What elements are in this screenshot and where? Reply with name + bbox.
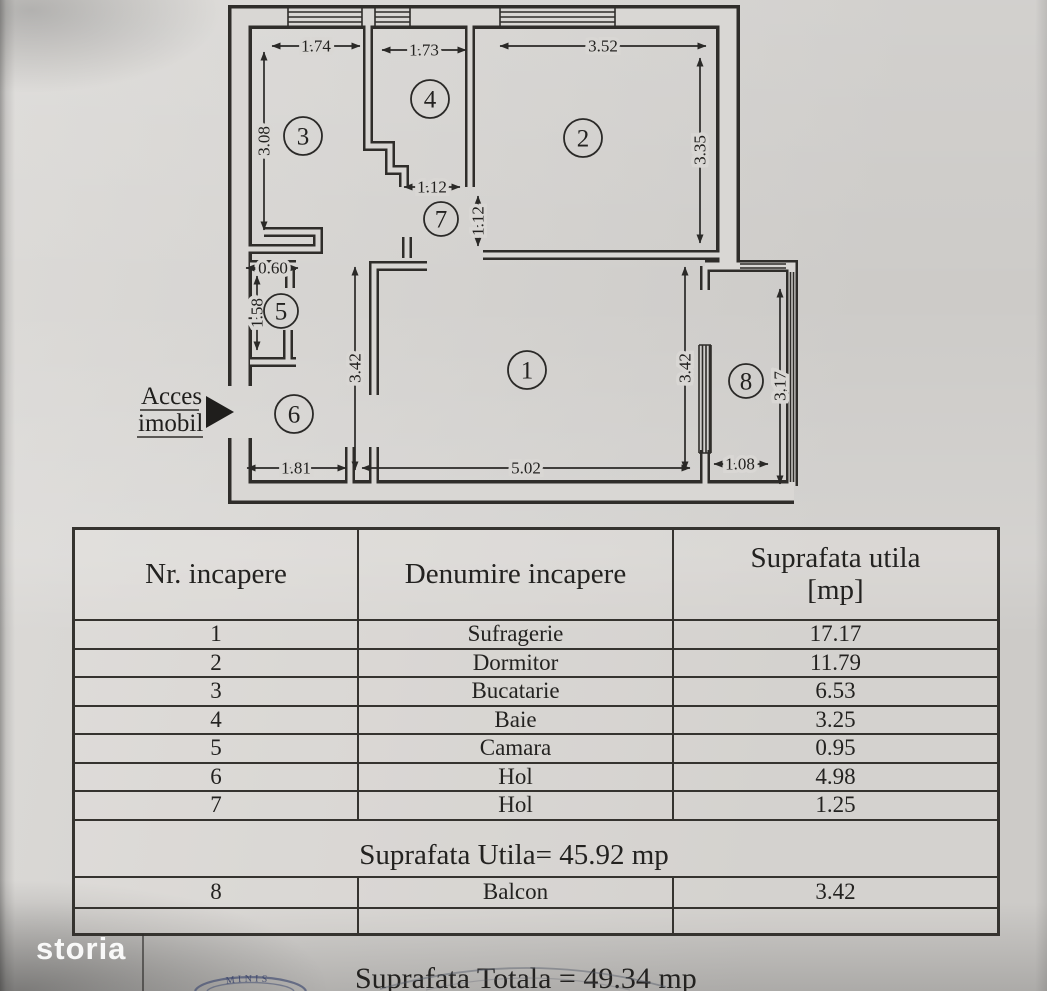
- dimension-label: 1.73: [409, 41, 439, 60]
- room-marker-camara: 5: [263, 293, 299, 329]
- cell-number: 8: [75, 877, 359, 907]
- room-marker-kitchen: 3: [283, 116, 323, 156]
- window-bedroom: [499, 8, 616, 26]
- stamp-seal: MINIS: [194, 974, 307, 991]
- cell-area: 17.17: [809, 621, 862, 647]
- balcony-row: 8 Balcon 3.42: [75, 877, 997, 909]
- room-marker-balcony: 8: [728, 363, 764, 399]
- access-label-line1: Acces: [141, 383, 202, 410]
- access-arrow-icon: [206, 396, 234, 428]
- room-number: 3: [297, 124, 310, 151]
- dimension-label: 1.12: [469, 206, 488, 236]
- table-row: 3 Bucatarie 6.53: [75, 678, 997, 707]
- table-row: 5 Camara 0.95: [75, 735, 997, 764]
- subtotal-label: Suprafata Utila= 45.92 mp: [359, 838, 669, 871]
- stamp-text: MINIS: [225, 974, 267, 987]
- room-marker-bath: 4: [410, 79, 450, 119]
- room-number: 5: [275, 299, 288, 326]
- cell-room-name: Balcon: [359, 877, 674, 907]
- svg-text:MINIS: MINIS: [225, 974, 270, 987]
- dimension-label: 3.35: [691, 135, 710, 165]
- dimension-labels: 1.74 1.73 3.52 3.08 3.35 1.12 1.12 0.60 …: [244, 33, 793, 481]
- total-label: Suprafata Totala = 49.34 mp: [355, 962, 697, 991]
- cell-area: 6.53: [815, 678, 856, 704]
- dimension-label: 1.58: [248, 298, 267, 328]
- cell-number: 1: [75, 621, 359, 648]
- table-row: 6 Hol 4.98: [75, 763, 997, 792]
- room-number: 1: [521, 358, 534, 385]
- access-label: Acces imobil: [137, 383, 234, 438]
- header-cell-area: Suprafata utila [mp]: [674, 530, 997, 619]
- header-cell-nr: Nr. incapere: [75, 530, 359, 619]
- window-balcony-top: [740, 263, 786, 269]
- cell-room-name: Baie: [359, 706, 674, 733]
- storia-watermark: storia: [36, 931, 127, 966]
- cell-room-name: Hol: [359, 763, 674, 790]
- cell-room-name: Dormitor: [359, 649, 674, 676]
- room-number: 4: [424, 87, 437, 114]
- header-cell-name: Denumire incapere: [359, 530, 674, 619]
- room-marker-hall7: 7: [423, 201, 459, 237]
- window-living-balcony: [698, 344, 712, 454]
- dimension-label: 5.02: [511, 459, 541, 478]
- room-marker-hall6: 6: [274, 394, 314, 434]
- cell-area: 11.79: [810, 649, 861, 675]
- paper-crease: [142, 934, 144, 991]
- floor-plan: 1.74 1.73 3.52 3.08 3.35 1.12 1.12 0.60 …: [137, 0, 1047, 520]
- dimension-label: 1.12: [417, 178, 447, 197]
- dimension-label: 3.42: [676, 353, 695, 383]
- cell-room-name: Bucatarie: [359, 678, 674, 705]
- room-number: 8: [740, 369, 753, 396]
- cell-room-name: Sufragerie: [359, 621, 674, 648]
- window-kitchen: [287, 8, 363, 26]
- dimension-label: 0.60: [258, 259, 288, 278]
- cell-number: 3: [75, 678, 359, 705]
- areas-table: Nr. incapere Denumire incapere Suprafata…: [72, 527, 1000, 936]
- room-marker-bedroom: 2: [563, 118, 603, 158]
- room-number: 7: [435, 207, 448, 234]
- dimension-label: 3.42: [346, 353, 365, 383]
- cell-number: 2: [75, 649, 359, 676]
- header-area-line1: Suprafata utila: [750, 541, 921, 574]
- cell-room-name: Camara: [359, 735, 674, 762]
- dimension-label: 1.74: [301, 37, 331, 56]
- stamp-arc: [379, 967, 667, 991]
- cell-number: 4: [75, 706, 359, 733]
- dimension-label: 1.81: [281, 459, 311, 478]
- access-label-line2: imobil: [138, 410, 203, 437]
- cell-number: 5: [75, 735, 359, 762]
- dimension-label: 3.52: [588, 37, 618, 56]
- cell-area: 0.95: [815, 735, 856, 761]
- cell-number: 7: [75, 792, 359, 819]
- room-number: 6: [288, 402, 301, 429]
- dimension-lines: [245, 42, 784, 485]
- table-row: 7 Hol 1.25: [75, 792, 997, 821]
- table-row: 2 Dormitor 11.79: [75, 649, 997, 678]
- header-area-line2: [mp]: [807, 573, 864, 606]
- window-balcony-right: [789, 272, 795, 482]
- room-marker-living: 1: [507, 350, 547, 390]
- cell-area: 4.98: [815, 763, 856, 789]
- room-number: 2: [577, 126, 590, 153]
- empty-row: [75, 908, 997, 934]
- table-row: 1 Sufragerie 17.17: [75, 621, 997, 650]
- window-bath: [374, 8, 411, 26]
- cell-area: 1.25: [815, 792, 856, 818]
- dimension-label: 3.08: [255, 126, 274, 156]
- window-hatches: [287, 8, 795, 482]
- cell-number: 6: [75, 763, 359, 790]
- table-header-row: Nr. incapere Denumire incapere Suprafata…: [75, 530, 997, 621]
- cell-area: 3.25: [815, 706, 856, 732]
- room-markers: 1 2 3 4 5 6 7 8: [263, 79, 764, 434]
- dimension-label: 3.17: [771, 371, 790, 401]
- table-row: 4 Baie 3.25: [75, 706, 997, 735]
- cell-room-name: Hol: [359, 792, 674, 819]
- subtotal-band: Suprafata Utila= 45.92 mp: [75, 821, 997, 878]
- dimension-label: 1.08: [725, 455, 755, 474]
- cell-area: 3.42: [815, 879, 856, 904]
